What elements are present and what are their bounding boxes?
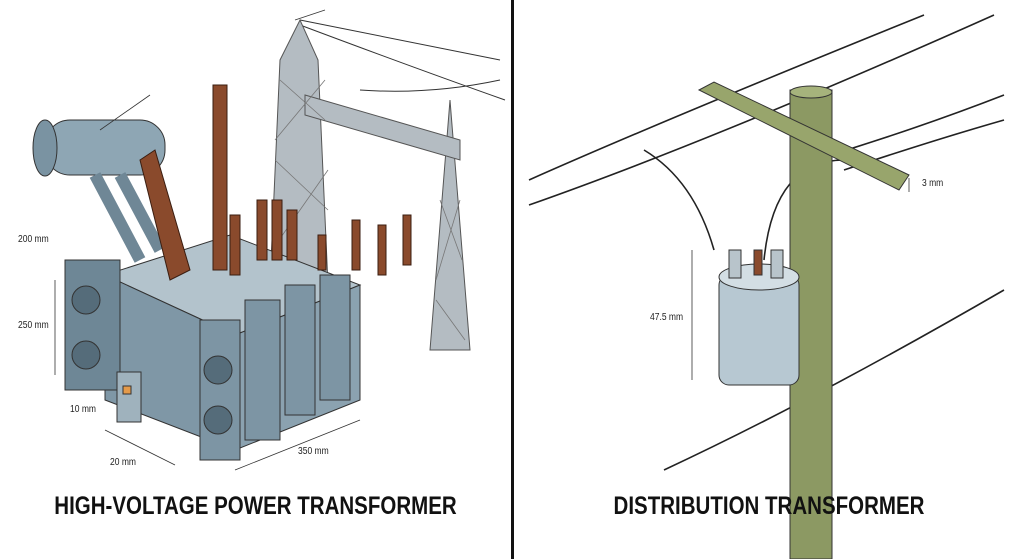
distribution-transformer-illustration (528, 14, 1005, 559)
panel-divider (511, 0, 514, 559)
dimension-label-47-5mm: 47.5 mm (650, 312, 684, 323)
dimension-lines (691, 178, 910, 380)
bushings (139, 84, 412, 281)
distribution-transformer-title: DISTRIBUTION TRANSFORMER (613, 492, 925, 520)
utility-pole (697, 81, 910, 559)
power-transformer-panel: 200 mm 250 mm 10 mm 20 mm 350 mm HIGH-VO… (0, 0, 511, 559)
dimension-lines (54, 9, 361, 471)
power-transformer-title: HIGH-VOLTAGE POWER TRANSFORMER (54, 492, 457, 520)
lattice-tower (267, 18, 471, 351)
power-lines (528, 14, 1005, 471)
conservator-tank (32, 119, 166, 263)
power-transformer-illustration (32, 9, 506, 471)
lattice-bracing (271, 79, 466, 341)
dimension-label-200mm: 200 mm (18, 234, 49, 245)
wires (299, 19, 506, 101)
dimension-label-20mm: 20 mm (110, 457, 136, 468)
pole-transformer (718, 249, 800, 386)
dimension-label-250mm: 250 mm (18, 320, 49, 331)
dimension-label-350mm: 350 mm (298, 446, 329, 457)
dimension-label-10mm: 10 mm (70, 404, 96, 415)
distribution-transformer-panel: 3 mm 47.5 mm DISTRIBUTION TRANSFORMER (514, 0, 1024, 559)
dimension-label-3mm: 3 mm (922, 178, 944, 189)
